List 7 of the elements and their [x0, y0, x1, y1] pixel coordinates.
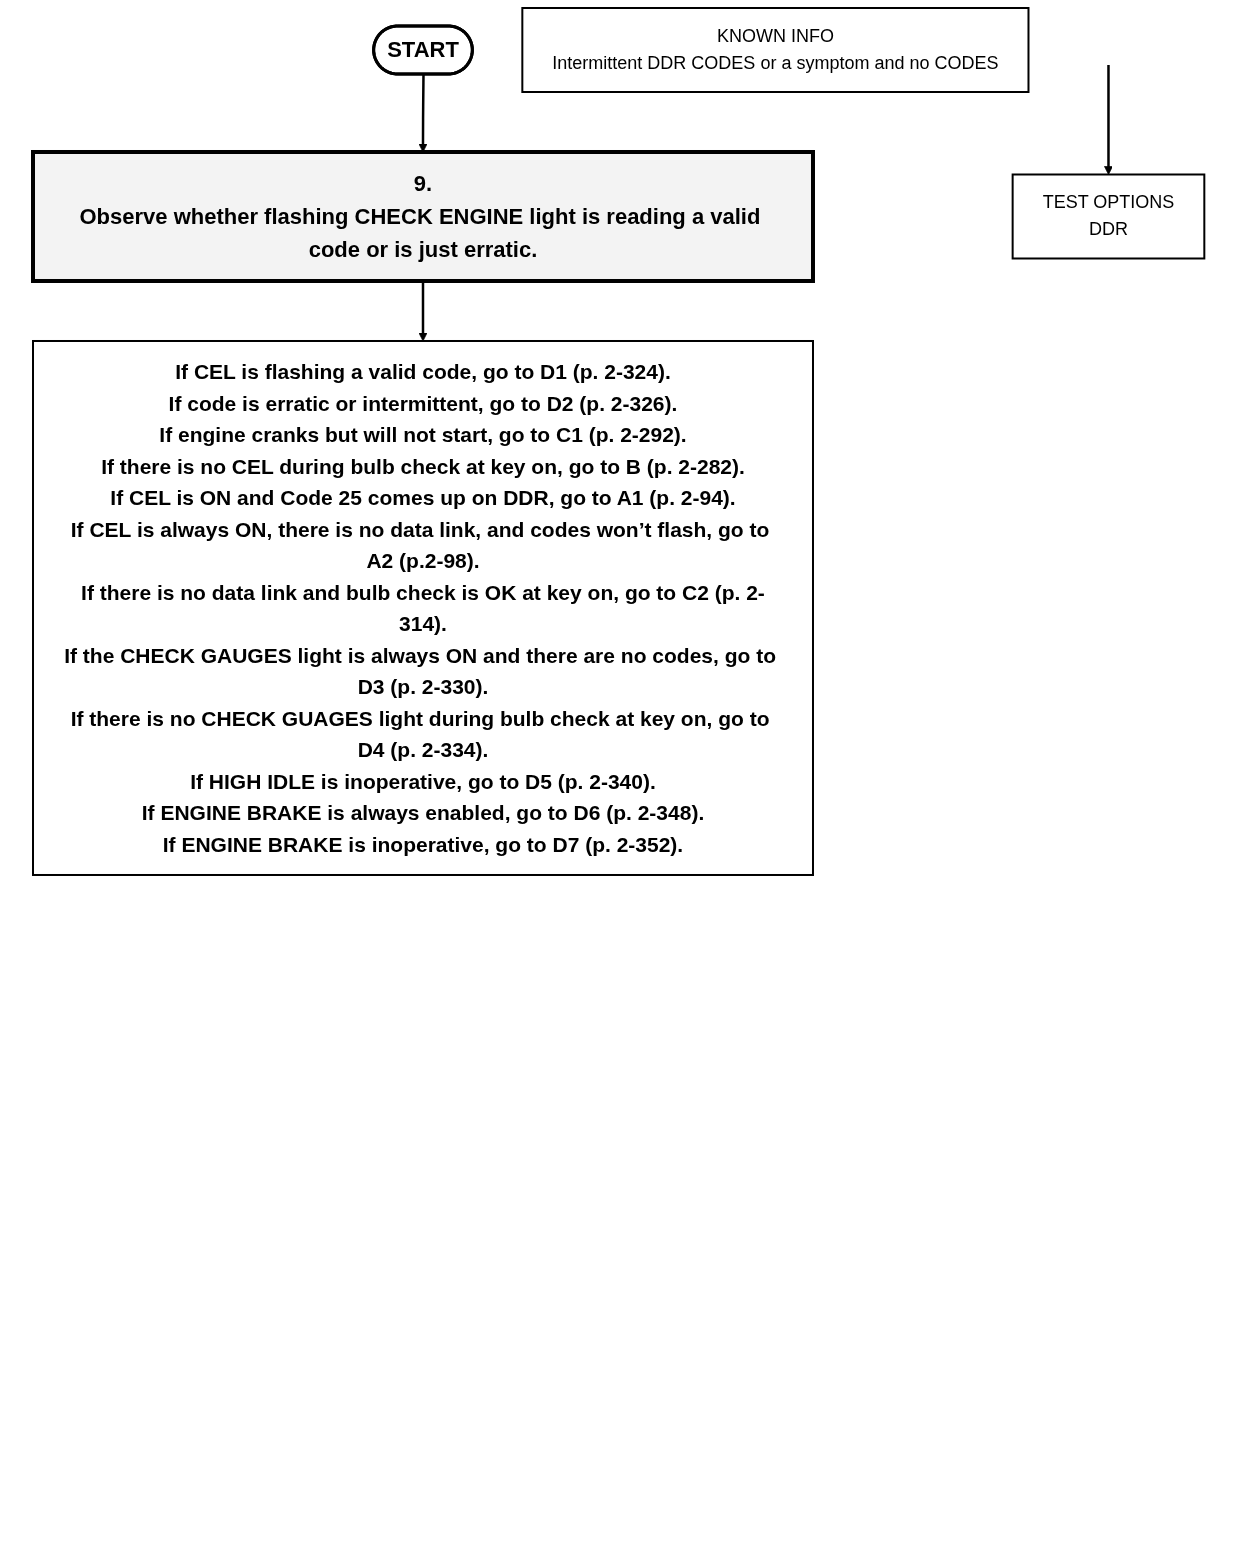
- node-box: If CEL is flashing a valid code, go to D1 (p. 2-324). If code is erratic or intermittent, go to D2 (p. 2-326). If engine cranks but will not start, go to C1 (p. 2-292). If there is no CEL during bulb check at key on, go to B (p. 2-282). If CEL is ON and Code 25 comes up on DDR, go to A1 (p. 2-94). If CEL is always ON, there is no data link, and codes won’t flash, go to A2 (p.2-98). If there is no data link and bulb check is OK at key on, go to C2 (p. 2-314). If the CHECK GAUGES light is always ON and there are no codes, go to D3 (p. 2-330). If there is no CHECK GUAGES light during bulb check at key on, go to D4 (p. 2-334). If HIGH IDLE is inoperative, go to D5 (p. 2-340). If ENGINE BRAKE is always enabled, go to D6 (p. 2-348). If ENGINE BRAKE is inoperative, go to D7 (p. 2-352).: [32, 340, 815, 876]
- arrow: [1104, 65, 1114, 175]
- node-box: TEST OPTIONS DDR: [1011, 173, 1206, 260]
- node-box: KNOWN INFO Intermittent DDR CODES or a symptom and no CODES: [521, 7, 1030, 93]
- arrow: [418, 74, 428, 153]
- node-box: 9. Observe whether flashing CHECK ENGINE light is reading a valid code or is just erratic.: [31, 150, 816, 283]
- arrow: [418, 281, 428, 342]
